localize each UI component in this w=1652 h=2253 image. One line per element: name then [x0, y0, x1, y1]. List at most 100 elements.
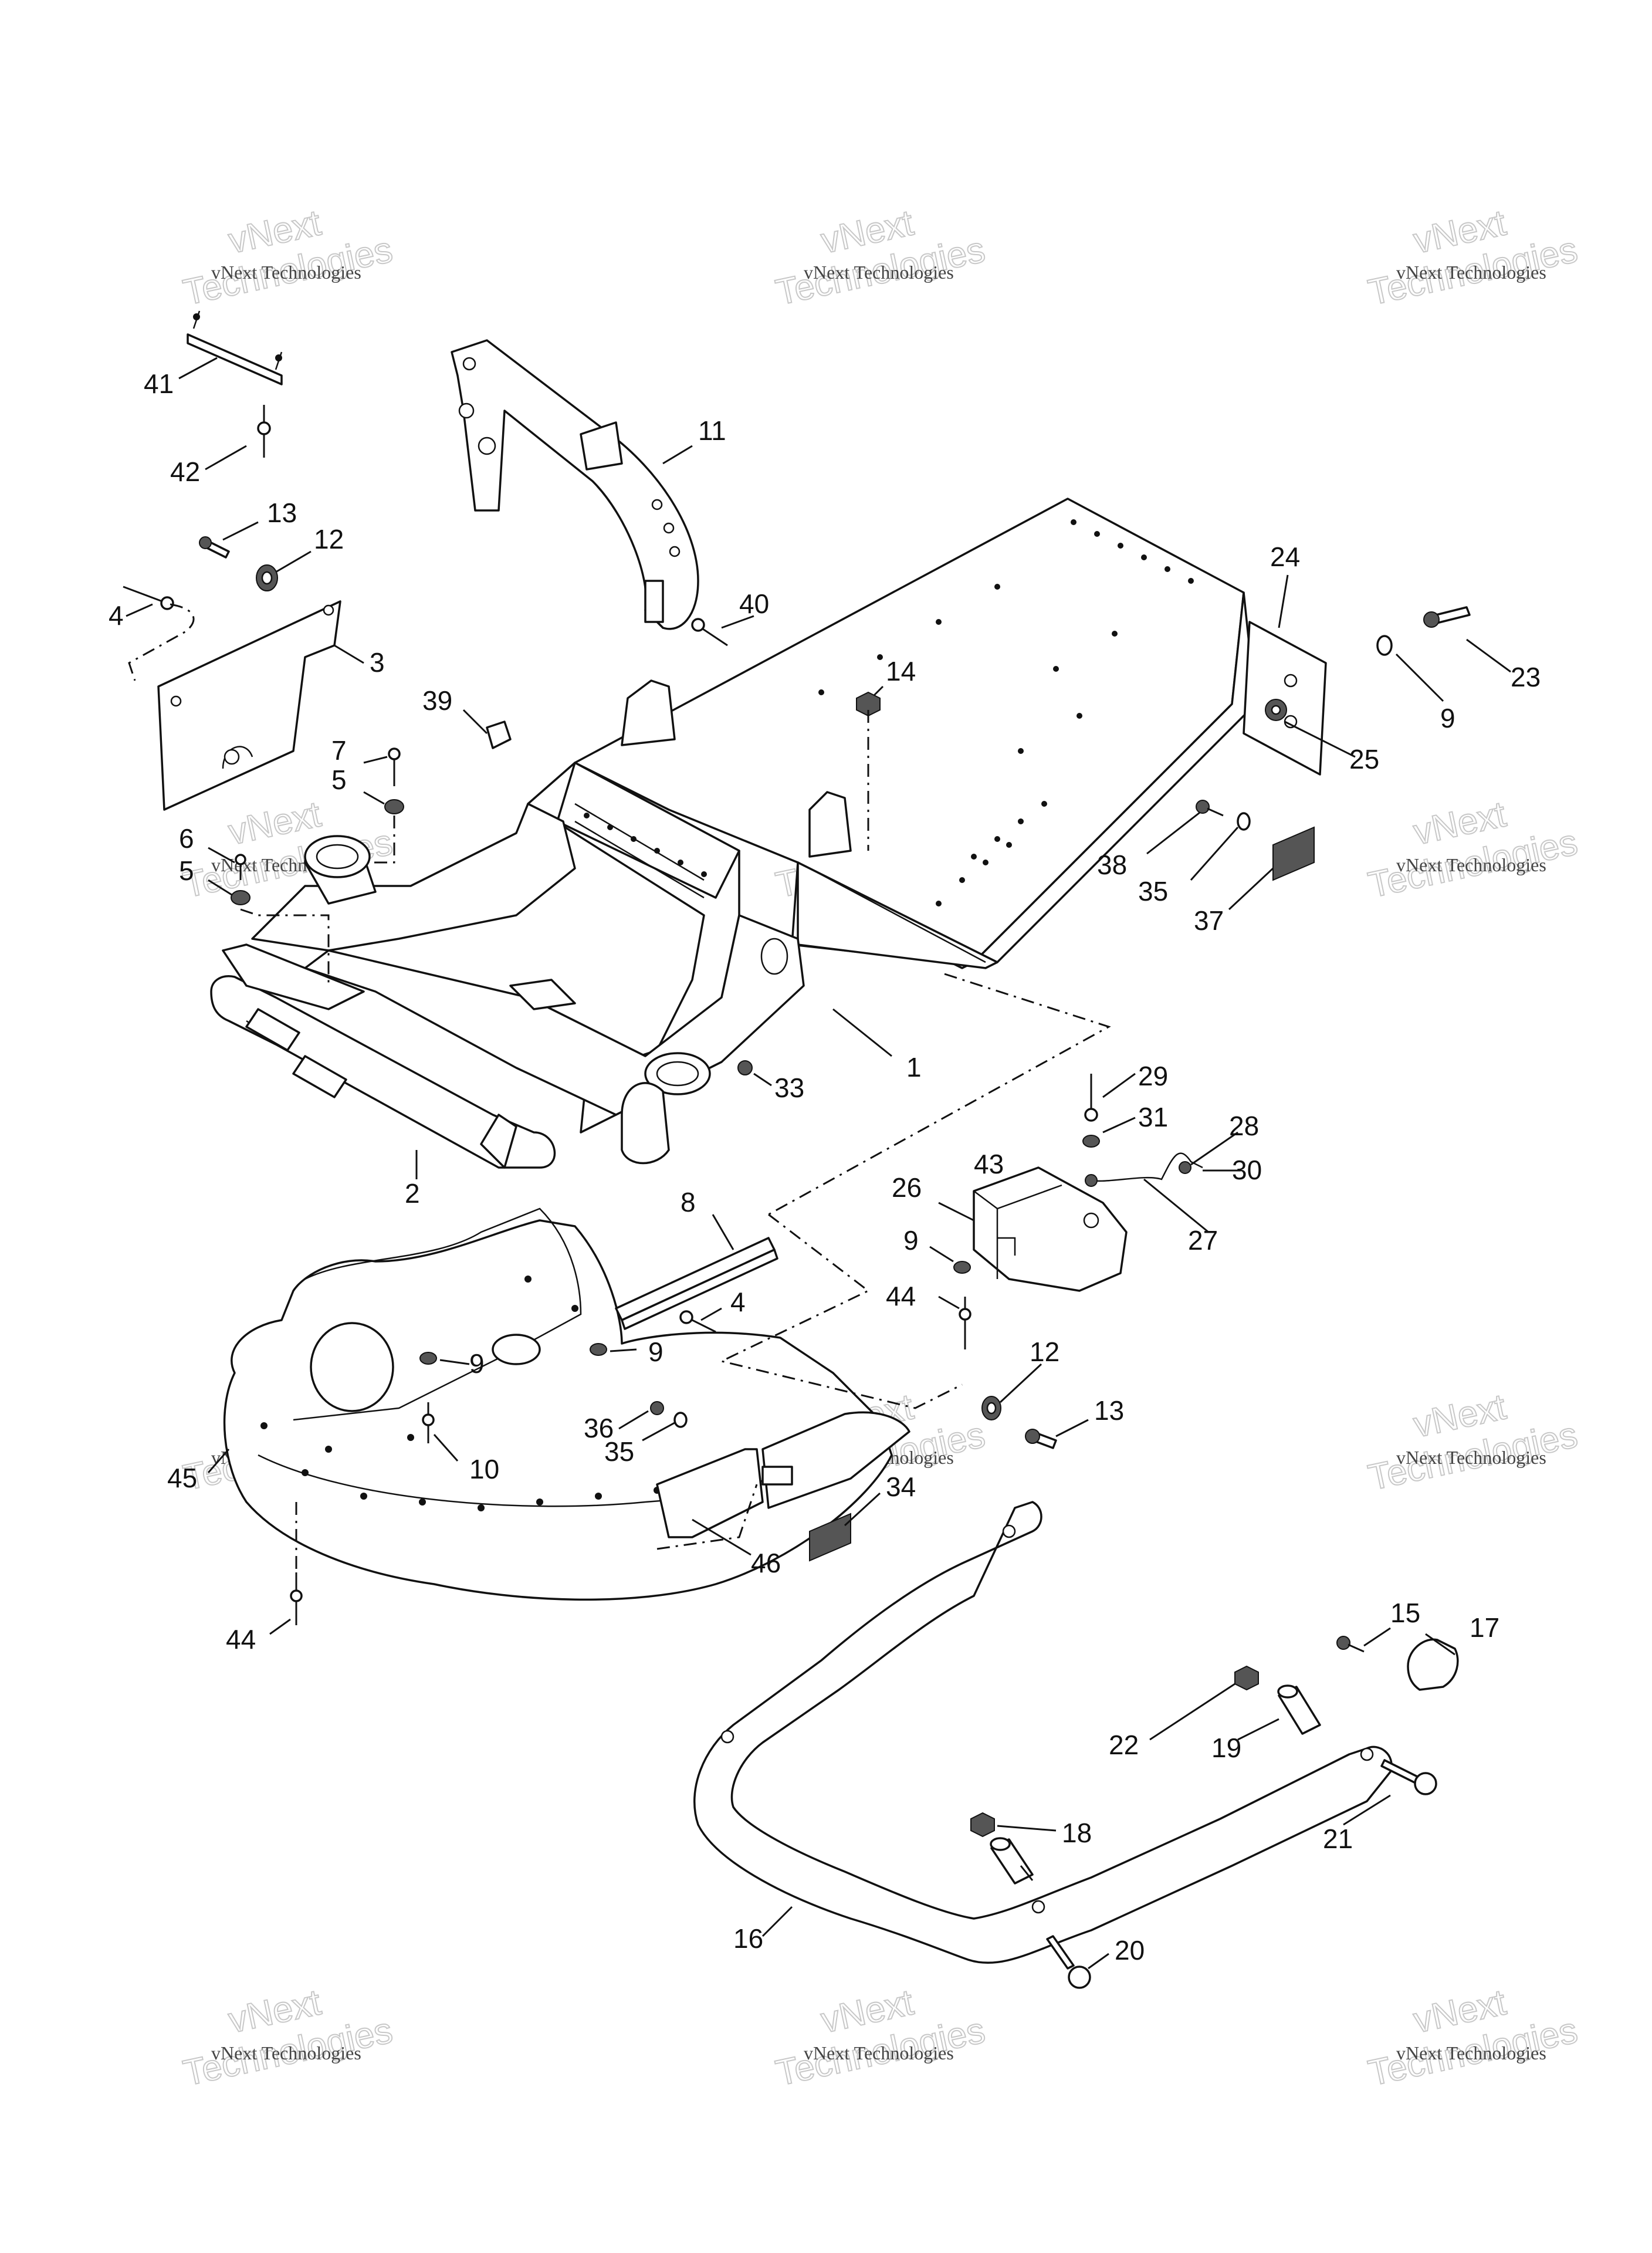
part-23-bolt	[1423, 606, 1471, 628]
callout-6: 6	[179, 823, 194, 854]
part-shield-strip	[615, 1237, 778, 1330]
part-9-washer-pan-left	[419, 1352, 437, 1365]
callout-35b: 35	[604, 1436, 634, 1467]
part-tunnel-end-plate	[1243, 621, 1327, 776]
watermark-bottom-center: vNext Technologies vNext Technologies	[772, 1981, 989, 2094]
callout-1: 1	[906, 1052, 922, 1082]
callout-9b: 9	[903, 1225, 919, 1256]
callout-23: 23	[1511, 662, 1541, 692]
part-20-bolt	[1046, 1935, 1091, 1989]
callout-24: 24	[1270, 542, 1300, 572]
part-15-screw	[1336, 1636, 1365, 1653]
callout-15: 15	[1390, 1598, 1420, 1628]
watermark-top-right: vNext Technologies vNext Technologies	[1365, 202, 1582, 313]
part-9-washer-box	[953, 1261, 971, 1274]
part-37-reflector	[1272, 826, 1315, 881]
callout-29: 29	[1138, 1061, 1168, 1091]
part-31-washer	[1082, 1135, 1100, 1148]
part-29-rivet	[1084, 1074, 1098, 1122]
callout-9: 9	[1440, 703, 1455, 733]
callout-36: 36	[584, 1413, 614, 1443]
callout-4b: 4	[730, 1287, 746, 1317]
callout-4: 4	[109, 600, 124, 631]
callout-16: 16	[733, 1923, 763, 1954]
svg-text:vNext Technologies: vNext Technologies	[1396, 854, 1546, 875]
frame-hole-pattern	[584, 519, 1194, 906]
callout-27: 27	[1188, 1225, 1218, 1256]
part-19-spacer	[1277, 1684, 1321, 1735]
callout-7: 7	[331, 735, 347, 766]
callout-10: 10	[469, 1454, 499, 1484]
assembly-lines	[128, 603, 1111, 1572]
callout-19: 19	[1211, 1733, 1241, 1763]
svg-text:vNext Technologies: vNext Technologies	[211, 262, 361, 283]
callout-31: 31	[1138, 1102, 1168, 1132]
svg-text:vNext Technologies: vNext Technologies	[211, 2042, 361, 2063]
part-40-rivet	[691, 618, 728, 647]
part-25-nut	[1265, 699, 1287, 721]
watermark-bottom-right: vNext Technologies vNext Technologies	[1365, 1981, 1582, 2094]
callout-18: 18	[1062, 1818, 1092, 1848]
part-4-rivet-left	[123, 586, 174, 610]
watermark-top-center: vNext Technologies vNext Technologies	[772, 202, 989, 313]
callout-5: 5	[331, 764, 347, 795]
callout-45: 45	[167, 1463, 197, 1493]
callout-41: 41	[144, 368, 174, 399]
part-rear-panel	[157, 600, 341, 811]
callout-9c: 9	[469, 1348, 485, 1379]
callout-43: 43	[974, 1149, 1004, 1179]
callout-5b: 5	[179, 855, 194, 886]
callout-3: 3	[370, 647, 385, 678]
part-rear-bumper	[693, 1501, 1393, 1964]
callout-8: 8	[681, 1187, 696, 1217]
part-13-bolt-top	[199, 536, 230, 559]
part-front-bumper	[210, 943, 556, 1169]
callout-25: 25	[1349, 744, 1379, 774]
part-36-screw	[650, 1401, 664, 1415]
callout-37: 37	[1194, 905, 1224, 936]
part-18-spacer	[990, 1837, 1034, 1885]
watermark-lower-right: vNext Technologies vNext Technologies	[1365, 1386, 1582, 1498]
callout-17: 17	[1470, 1612, 1499, 1643]
callout-labels: 41 42 13 12 4 3 11 40 24 23 9 25 14 39 7…	[109, 368, 1541, 1966]
watermark-mid-right: vNext Technologies vNext Technologies	[1365, 793, 1582, 906]
part-7-screw	[388, 747, 401, 786]
part-44-rivet-box	[959, 1297, 971, 1349]
part-14-nut	[856, 691, 881, 717]
callout-26: 26	[892, 1172, 922, 1203]
part-17-end-cap	[1407, 1638, 1459, 1691]
watermark-bottom-left: vNext Technologies vNext Technologies	[180, 1981, 397, 2094]
part-10-rivet	[422, 1402, 435, 1443]
part-42-rivet	[257, 405, 271, 458]
svg-text:vNext Technologies: vNext Technologies	[1396, 1447, 1546, 1468]
part-33-nut	[737, 1060, 753, 1075]
part-steering-support	[451, 339, 699, 630]
callout-21: 21	[1323, 1824, 1353, 1854]
callout-42: 42	[170, 456, 200, 487]
part-electrical-box	[973, 1166, 1128, 1292]
callout-13b: 13	[1094, 1395, 1124, 1426]
part-6-screw	[235, 854, 246, 880]
part-22-nut-lower	[970, 1812, 995, 1838]
callout-22: 22	[1109, 1730, 1139, 1760]
callout-38: 38	[1097, 850, 1127, 880]
callout-33: 33	[774, 1073, 804, 1103]
part-nose-pan	[223, 1207, 893, 1601]
callout-13: 13	[267, 498, 297, 528]
part-44-rivet-bottom	[290, 1572, 303, 1625]
part-12-washer-mid	[981, 1396, 1001, 1420]
callout-30: 30	[1232, 1155, 1262, 1185]
part-13-bolt-mid	[1025, 1429, 1057, 1449]
callout-9d: 9	[648, 1337, 663, 1367]
part-5-washer-left	[231, 890, 250, 905]
svg-text:vNext Technologies: vNext Technologies	[1396, 262, 1546, 283]
part-9-washer-pan-right	[590, 1343, 607, 1356]
part-35-nut-mid	[673, 1412, 688, 1428]
nose-pan-holes	[260, 1276, 661, 1511]
part-12-washer-top	[256, 564, 278, 591]
part-39-clip	[486, 720, 512, 749]
svg-text:vNext Technologies: vNext Technologies	[804, 262, 954, 283]
part-side-trim	[656, 1411, 910, 1538]
callout-11: 11	[698, 415, 726, 446]
